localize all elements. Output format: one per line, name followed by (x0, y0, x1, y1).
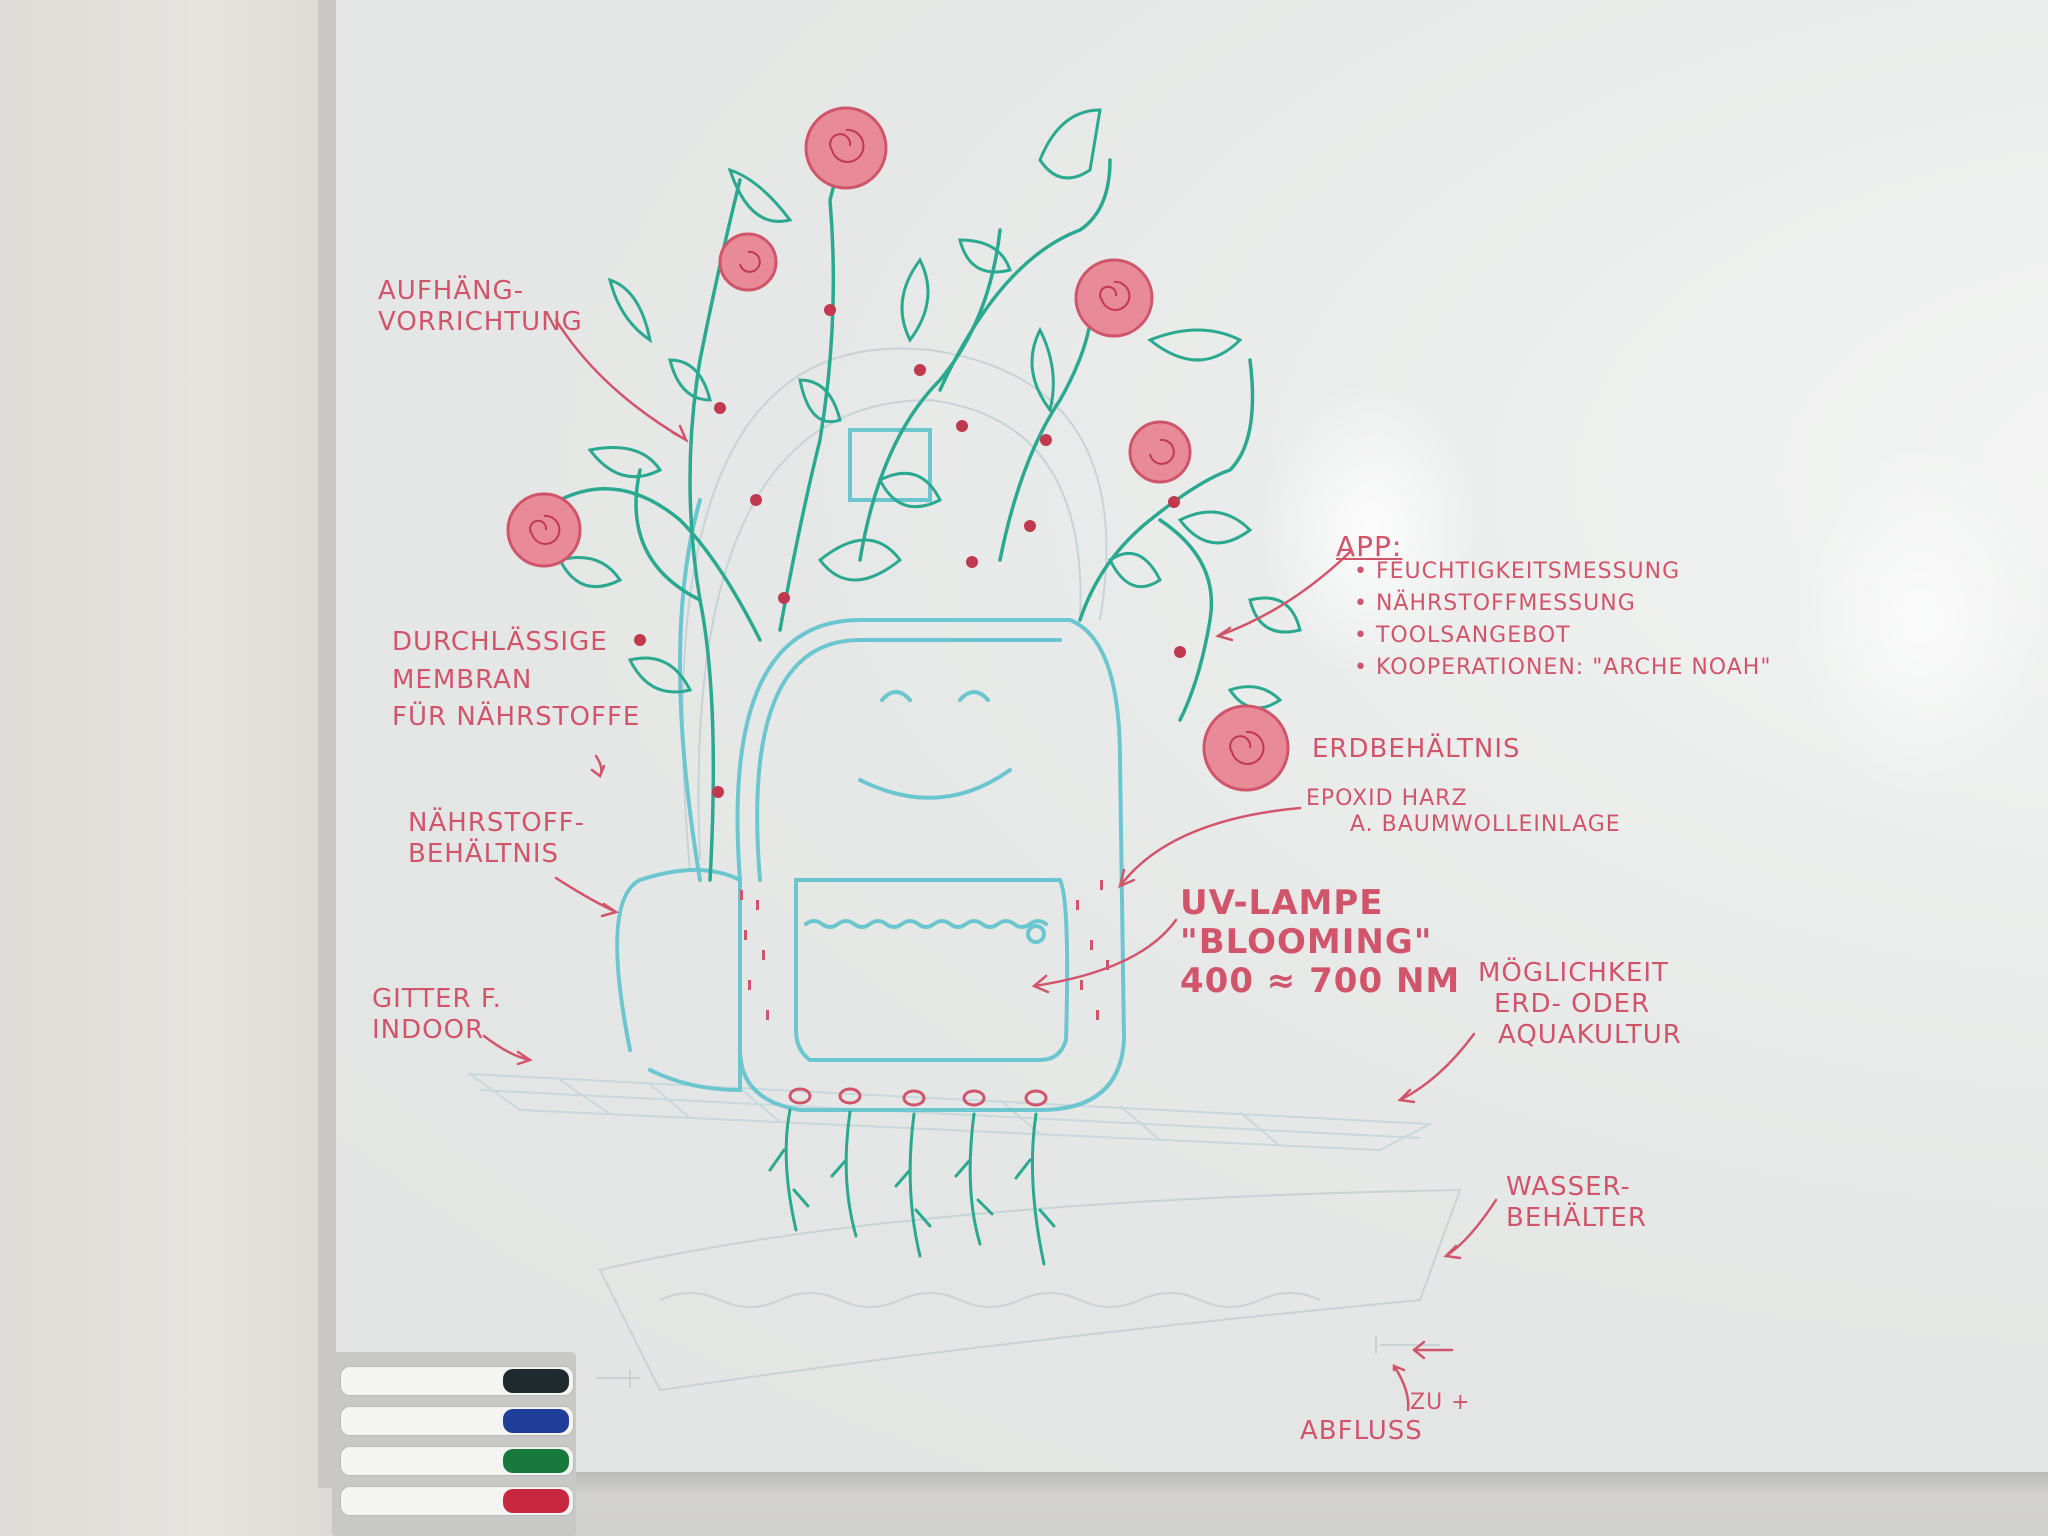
water-waves (659, 1292, 1321, 1308)
label-wasserbehaelter: Wasser- behälter (1506, 1172, 1647, 1234)
membrane-dots (740, 880, 1109, 1020)
rose-right-upper (1074, 258, 1154, 338)
drain-pipe-right (1375, 1336, 1440, 1354)
zipper (804, 919, 1048, 929)
arrow-aufhaeng (554, 318, 689, 443)
backpack-body (735, 618, 1127, 1112)
rose-left-upper (718, 232, 778, 292)
green-marker[interactable] (340, 1446, 574, 1476)
label-line: 400 ≈ 700 nm (1180, 961, 1461, 1002)
arrow-moeglichkeit (1397, 1032, 1476, 1104)
arrow-zu (1411, 1340, 1454, 1360)
label-line: Vorrichtung (378, 307, 583, 338)
label-moeglichkeit: Möglichkeit Erd- oder Aquakultur (1478, 958, 1682, 1052)
arrow-epoxid (1118, 806, 1302, 889)
water-tank-outline (598, 1188, 1462, 1392)
wall-background (0, 0, 340, 1536)
hanger-arc-outer (681, 347, 1108, 871)
label-membran: Durchlässige Membran für Nährstoffe (392, 624, 640, 737)
drain-pipe-left (596, 1370, 640, 1388)
black-marker[interactable] (340, 1366, 574, 1396)
hanger-arc-inner (697, 398, 1082, 861)
arrow-naehrstoff (554, 876, 619, 918)
front-pocket (794, 878, 1070, 1062)
label-line: Epoxid Harz (1306, 786, 1468, 811)
arrow-membran (590, 754, 606, 778)
label-abfluss: Abfluss (1300, 1416, 1423, 1446)
arrow-abfluss (1392, 1364, 1410, 1412)
light-reflection-right (1790, 440, 2048, 800)
arrow-uv (1031, 918, 1178, 994)
marker-cap (503, 1369, 569, 1393)
marker-cap (503, 1449, 569, 1473)
label-naehrstoff-behaeltnis: Nährstoff- Behältnis (408, 808, 585, 870)
app-item: • Toolsangebot (1354, 622, 1571, 648)
label-line: Aufhäng- (378, 276, 525, 306)
app-item: • Kooperationen: "Arche Noah" (1354, 654, 1772, 680)
whiteboard-surface (336, 0, 2048, 1472)
label-line: "Blooming" (1180, 922, 1433, 963)
annotation-arrows (482, 318, 1498, 1412)
roses (506, 106, 1290, 792)
arrow-app (1215, 550, 1352, 642)
label-app-title: App: (1336, 530, 1403, 563)
smile-face (858, 768, 1012, 800)
top-handle (848, 428, 932, 502)
app-item: • Feuchtigkeitsmessung (1354, 559, 1681, 584)
rose-bottom-right (1202, 704, 1290, 792)
rose-right-middle (1128, 420, 1192, 484)
drainage-holes (788, 1087, 1048, 1107)
label-line: für Nährstoffe (392, 702, 641, 733)
label-line: Nährstoff- (408, 808, 585, 838)
label-uv-lampe: UV-Lampe "Blooming" 400 ≈ 700 nm (1180, 883, 1461, 1002)
label-app-items: • Feuchtigkeitsmessung • Nährstoffmessun… (1354, 556, 1771, 684)
rose-left (506, 492, 582, 568)
label-gitter-indoor: Gitter f. Indoor (372, 984, 502, 1046)
label-line: Möglichkeit (1478, 958, 1669, 988)
vines (558, 118, 1255, 882)
roots (768, 1108, 1056, 1266)
whiteboard-bottom-edge (336, 1472, 2048, 1536)
rose-top (804, 106, 888, 190)
label-erdbehaeltnis: Erdbehältnis (1312, 734, 1521, 764)
label-line: Aquakultur (1498, 1020, 1682, 1051)
label-zu: zu + (1410, 1390, 1471, 1415)
arrow-gitter (482, 1034, 533, 1066)
eye-right (958, 690, 990, 702)
arrow-wasser (1443, 1198, 1498, 1260)
label-aufhaeng-vorrichtung: Aufhäng- Vorrichtung (378, 276, 583, 338)
red-marker[interactable] (340, 1486, 574, 1516)
zipper-pull (1026, 924, 1046, 944)
label-line: Behältnis (408, 839, 560, 870)
label-line: Indoor (372, 1015, 485, 1046)
side-pocket (615, 868, 742, 1093)
label-line: behälter (1506, 1203, 1647, 1234)
blue-marker[interactable] (340, 1406, 574, 1436)
label-line: Wasser- (1506, 1172, 1631, 1202)
app-item: • Nährstoffmessung (1354, 590, 1636, 616)
label-line: UV-Lampe (1180, 883, 1384, 923)
marker-cap (503, 1489, 569, 1513)
leaves (557, 108, 1302, 710)
marker-cap (503, 1409, 569, 1433)
eye-left (880, 690, 912, 702)
label-line: a. Baumwolleinlage (1350, 812, 1621, 838)
label-line: Membran (392, 664, 533, 695)
label-line: Erd- oder (1494, 989, 1651, 1020)
label-line: Durchlässige (392, 627, 608, 657)
flower-buds (634, 304, 1186, 798)
indoor-grid (466, 1072, 1434, 1152)
backpack-inner-line (755, 638, 1062, 882)
label-line: Gitter f. (372, 984, 502, 1014)
label-epoxid-harz: Epoxid Harz a. Baumwolleinlage (1306, 786, 1621, 839)
